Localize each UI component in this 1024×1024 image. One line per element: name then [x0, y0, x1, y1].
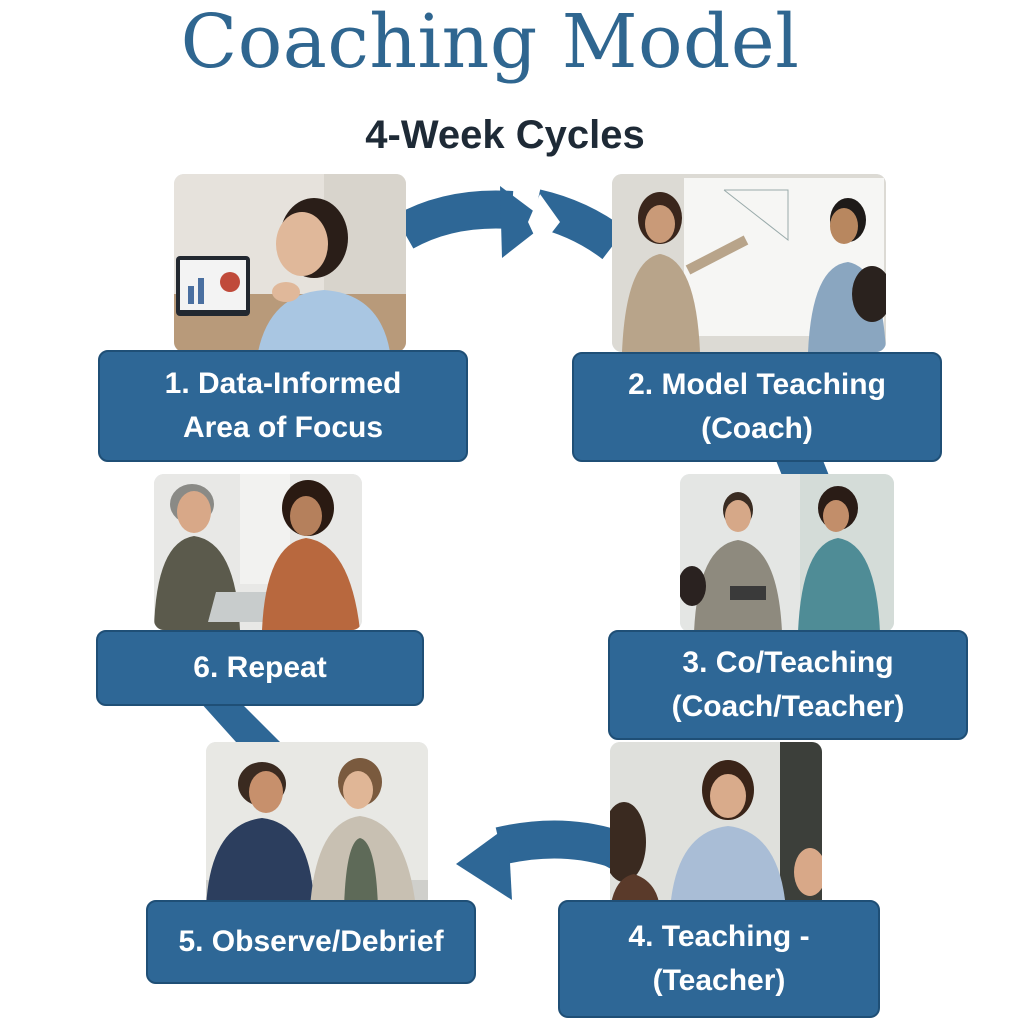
- debrief-conversation-icon: [206, 742, 428, 908]
- coach-at-whiteboard-icon: [612, 174, 886, 352]
- step-1-line2: Area of Focus: [182, 411, 384, 444]
- step-2-line2: (Coach): [701, 412, 813, 445]
- step-4-line2: (Teacher): [652, 964, 786, 997]
- arrow-step1-to-step2-icon: [394, 186, 626, 260]
- step-3-photo: [680, 474, 894, 632]
- step-3-line2: (Coach/Teacher): [671, 690, 905, 723]
- step-1-photo: [174, 174, 406, 352]
- step-6-label: 6. Repeat: [96, 630, 424, 706]
- step-6-line1: 6. Repeat: [193, 651, 327, 684]
- step-2-line1: 2. Model Teaching: [628, 368, 886, 401]
- step-4-line1: 4. Teaching -: [628, 920, 810, 953]
- diagram-subtitle: 4-Week Cycles: [365, 113, 645, 157]
- step-3-line1: 3. Co/Teaching: [682, 646, 894, 679]
- step-3-label: 3. Co/Teaching (Coach/Teacher): [608, 630, 968, 740]
- arrow-step4-to-step5-icon: [456, 820, 637, 900]
- connector-step6-to-step5-icon: [200, 702, 280, 742]
- connector-step2-to-step3-icon: [775, 458, 830, 478]
- step-5-line1: 5. Observe/Debrief: [178, 925, 444, 958]
- step-4-label: 4. Teaching - (Teacher): [558, 900, 880, 1018]
- step-2-photo: [612, 174, 886, 352]
- colleagues-with-tablet-icon: [154, 474, 362, 630]
- step-6-photo: [154, 474, 362, 630]
- person-with-laptop-icon: [174, 174, 406, 352]
- diagram-title: Coaching Model: [180, 0, 800, 85]
- step-1-line1: 1. Data-Informed: [164, 367, 402, 400]
- step-5-photo: [206, 742, 428, 908]
- step-2-label: 2. Model Teaching (Coach): [572, 352, 942, 462]
- teacher-with-students-icon: [610, 742, 822, 910]
- two-teachers-presenting-icon: [680, 474, 894, 632]
- step-1-label: 1. Data-Informed Area of Focus: [98, 350, 468, 462]
- step-5-label: 5. Observe/Debrief: [146, 900, 476, 984]
- step-4-photo: [610, 742, 822, 910]
